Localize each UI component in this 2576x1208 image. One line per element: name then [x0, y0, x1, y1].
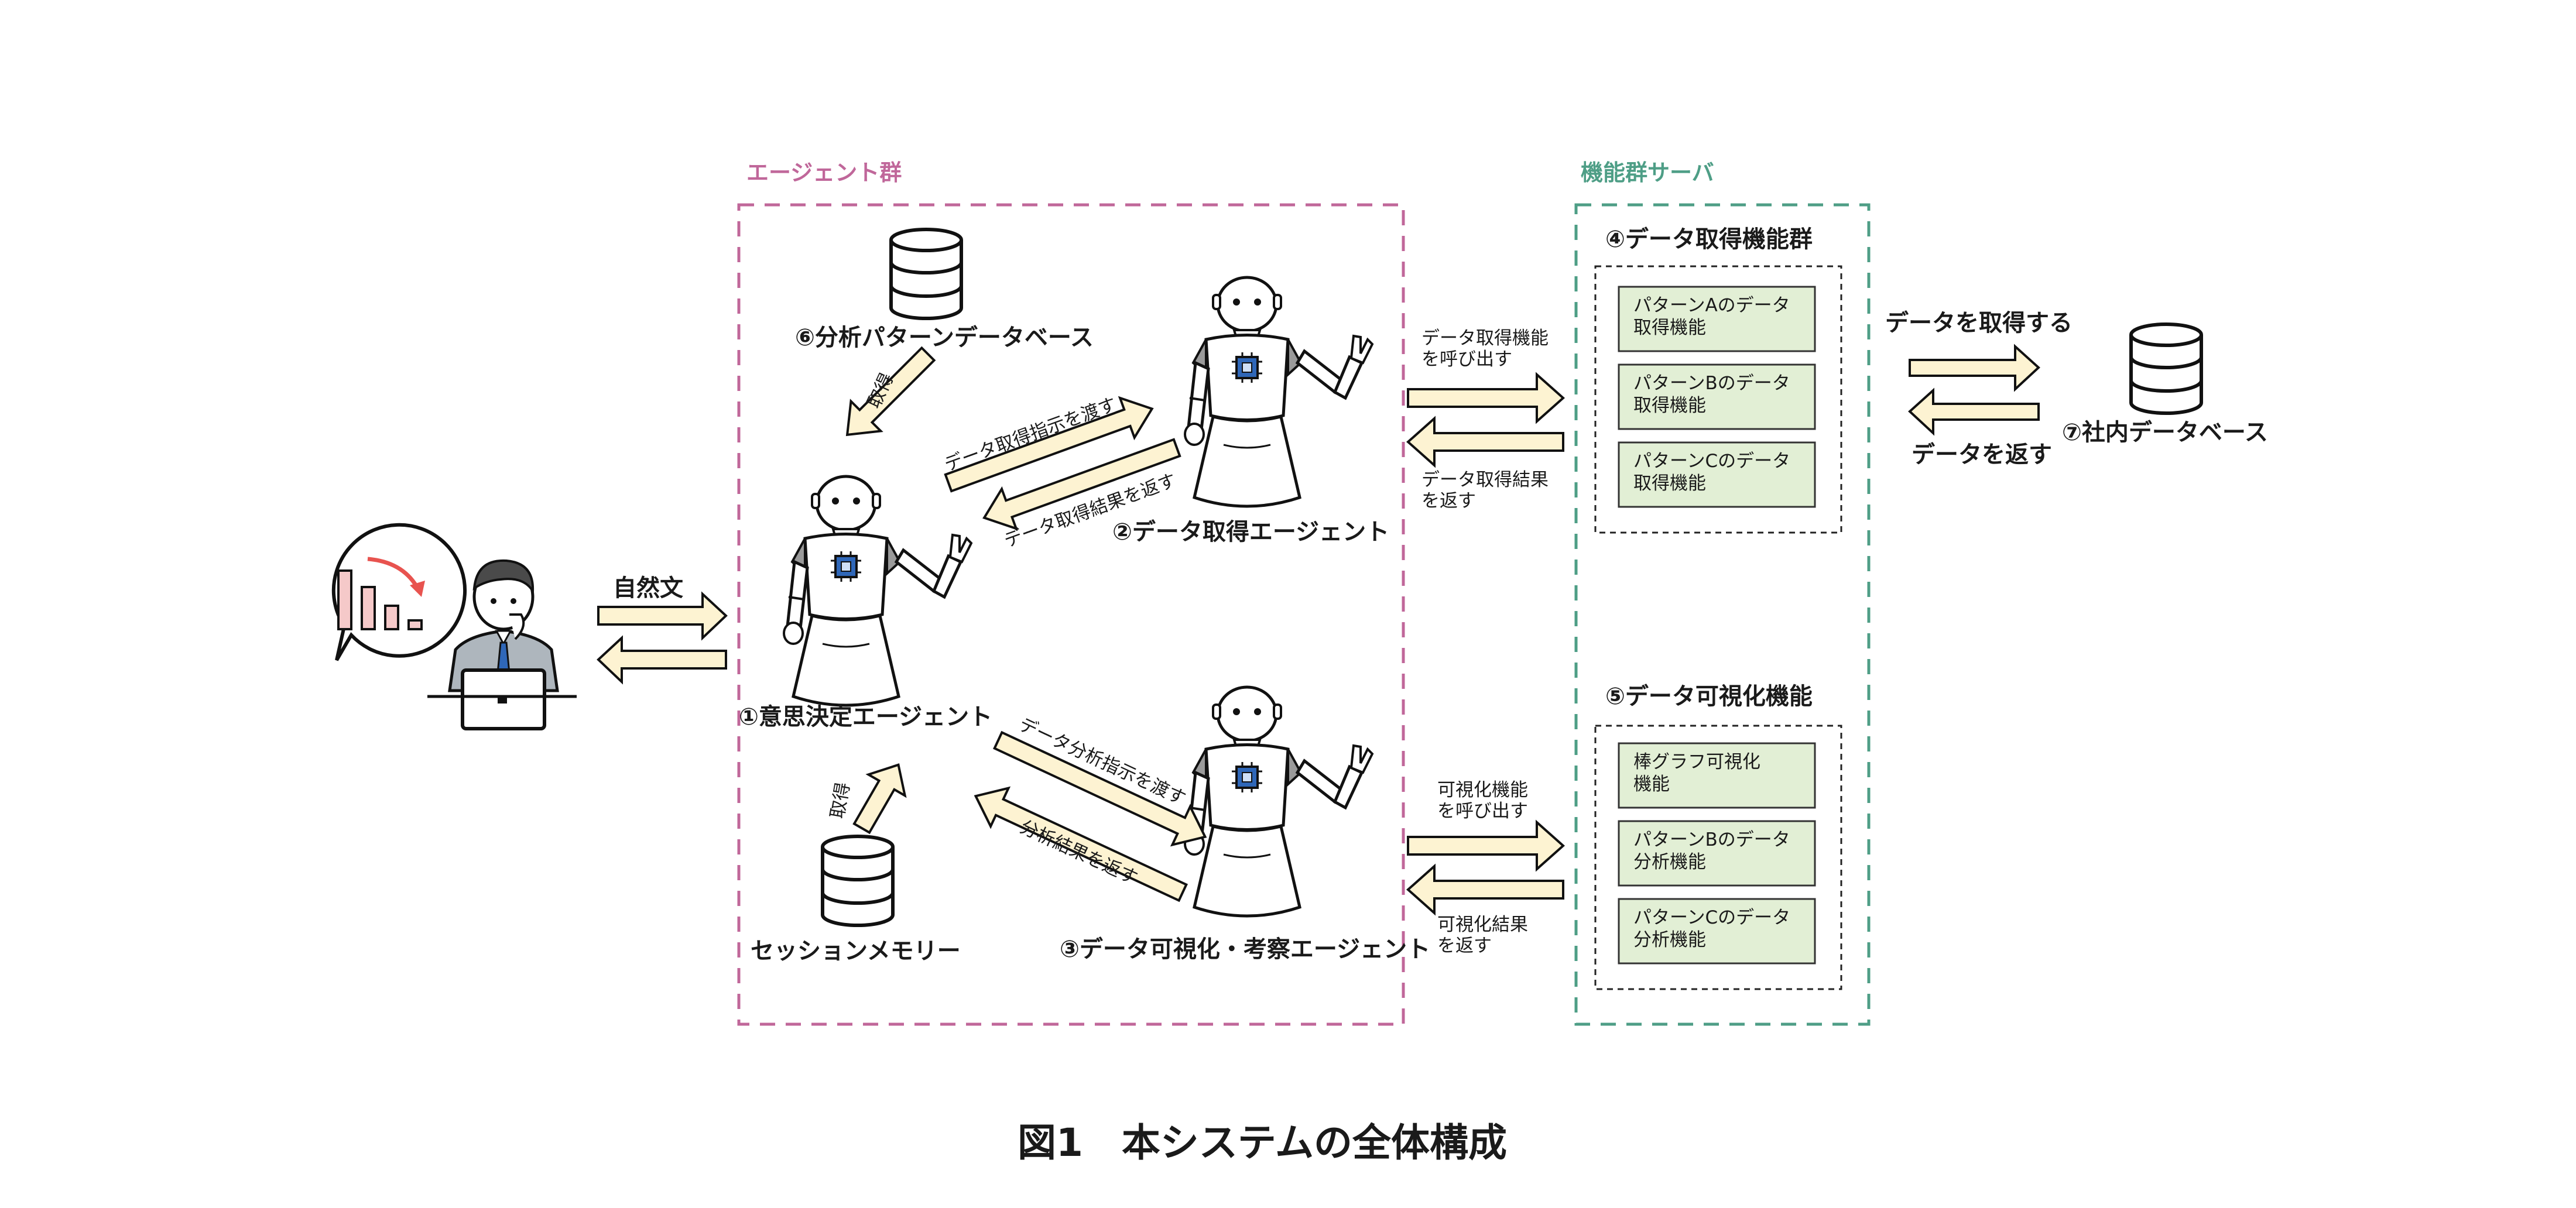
- visual-function-label: 棒グラフ可視化機能: [1633, 751, 1760, 795]
- visual-agent-label: ③データ可視化・考察エージェント: [1060, 936, 1430, 963]
- visual-function-box: [1618, 742, 1816, 809]
- user-illustration: [331, 523, 577, 730]
- pattern-database-icon: [891, 229, 961, 318]
- arrow-decision-to-visual-agent: [993, 730, 1207, 847]
- arrow-visual-agent-to-decision: [974, 786, 1188, 902]
- data-function-label: パターンCのデータ取得機能: [1633, 451, 1790, 494]
- data-functions-title: ④データ取得機能群: [1605, 226, 1813, 253]
- label-fetch-data: データを取得する: [1885, 310, 2073, 337]
- arrow-pattern-db-to-decision: [845, 346, 936, 437]
- decision-agent-robot-icon: [784, 476, 971, 705]
- visual-function-box: [1618, 820, 1816, 887]
- arrow-agent-to-user: [597, 635, 727, 685]
- session-memory-icon: [823, 836, 893, 925]
- figure-caption: 図1 本システムの全体構成: [1018, 1120, 1507, 1165]
- person-icon: [427, 559, 577, 730]
- arrow-return-data: [1908, 387, 2040, 436]
- arrow-fetch-data: [1909, 344, 2040, 392]
- visual-function-label: パターンCのデータ分析機能: [1633, 907, 1790, 950]
- agent-group-frame: [737, 203, 1405, 1026]
- company-database-icon: [2131, 324, 2201, 413]
- label-call-visual-function: 可視化機能を呼び出す: [1437, 780, 1528, 822]
- decision-agent-label: ①意思決定エージェント: [739, 703, 992, 730]
- arrow-return-visual-function: [1406, 863, 1564, 916]
- arrow-call-data-function: [1407, 372, 1566, 424]
- visual-function-label: パターンBのデータ分析機能: [1633, 829, 1790, 873]
- label-natural-language: 自然文: [613, 575, 683, 602]
- data-agent-label: ②データ取得エージェント: [1112, 519, 1389, 545]
- pattern-database-label: ⑥分析パターンデータベース: [795, 324, 1094, 351]
- visual-agent-robot-icon: [1185, 687, 1372, 916]
- visual-functions-title: ⑤データ可視化機能: [1605, 683, 1813, 710]
- arrow-return-data-function: [1406, 416, 1564, 468]
- company-database-label: ⑦社内データベース: [2062, 419, 2268, 446]
- arrow-user-to-agent: [597, 591, 728, 641]
- data-function-box: [1618, 286, 1816, 352]
- label-return-analysis-result: 分析結果を返す: [1017, 816, 1141, 889]
- label-return-data-function: データ取得結果を返す: [1421, 469, 1549, 512]
- data-functions-frame: [1594, 265, 1842, 534]
- label-return-visual-function: 可視化結果を返す: [1437, 914, 1528, 956]
- arrow-call-visual-function: [1407, 819, 1566, 872]
- data-function-box: [1618, 441, 1816, 508]
- arrow-memory-to-decision: [852, 763, 907, 835]
- label-call-data-function: データ取得機能を呼び出す: [1421, 328, 1549, 370]
- arrow-decision-to-data-agent: [944, 396, 1154, 493]
- server-group-frame: [1574, 203, 1871, 1026]
- visual-function-box: [1618, 898, 1816, 965]
- data-function-label: パターンBのデータ取得機能: [1633, 373, 1790, 416]
- declining-chart-icon: [337, 557, 425, 630]
- data-agent-robot-icon: [1185, 277, 1372, 506]
- label-get-memory: 取得: [827, 781, 854, 820]
- visual-functions-frame: [1594, 725, 1842, 990]
- agent-group-title: エージェント群: [746, 160, 902, 186]
- server-group-title: 機能群サーバ: [1581, 160, 1714, 186]
- arrow-data-agent-to-decision: [982, 438, 1181, 531]
- label-return-data: データを返す: [1912, 441, 2052, 468]
- data-function-box: [1618, 363, 1816, 430]
- session-memory-label: セッションメモリー: [751, 938, 961, 965]
- data-function-label: パターンAのデータ取得機能: [1633, 295, 1790, 338]
